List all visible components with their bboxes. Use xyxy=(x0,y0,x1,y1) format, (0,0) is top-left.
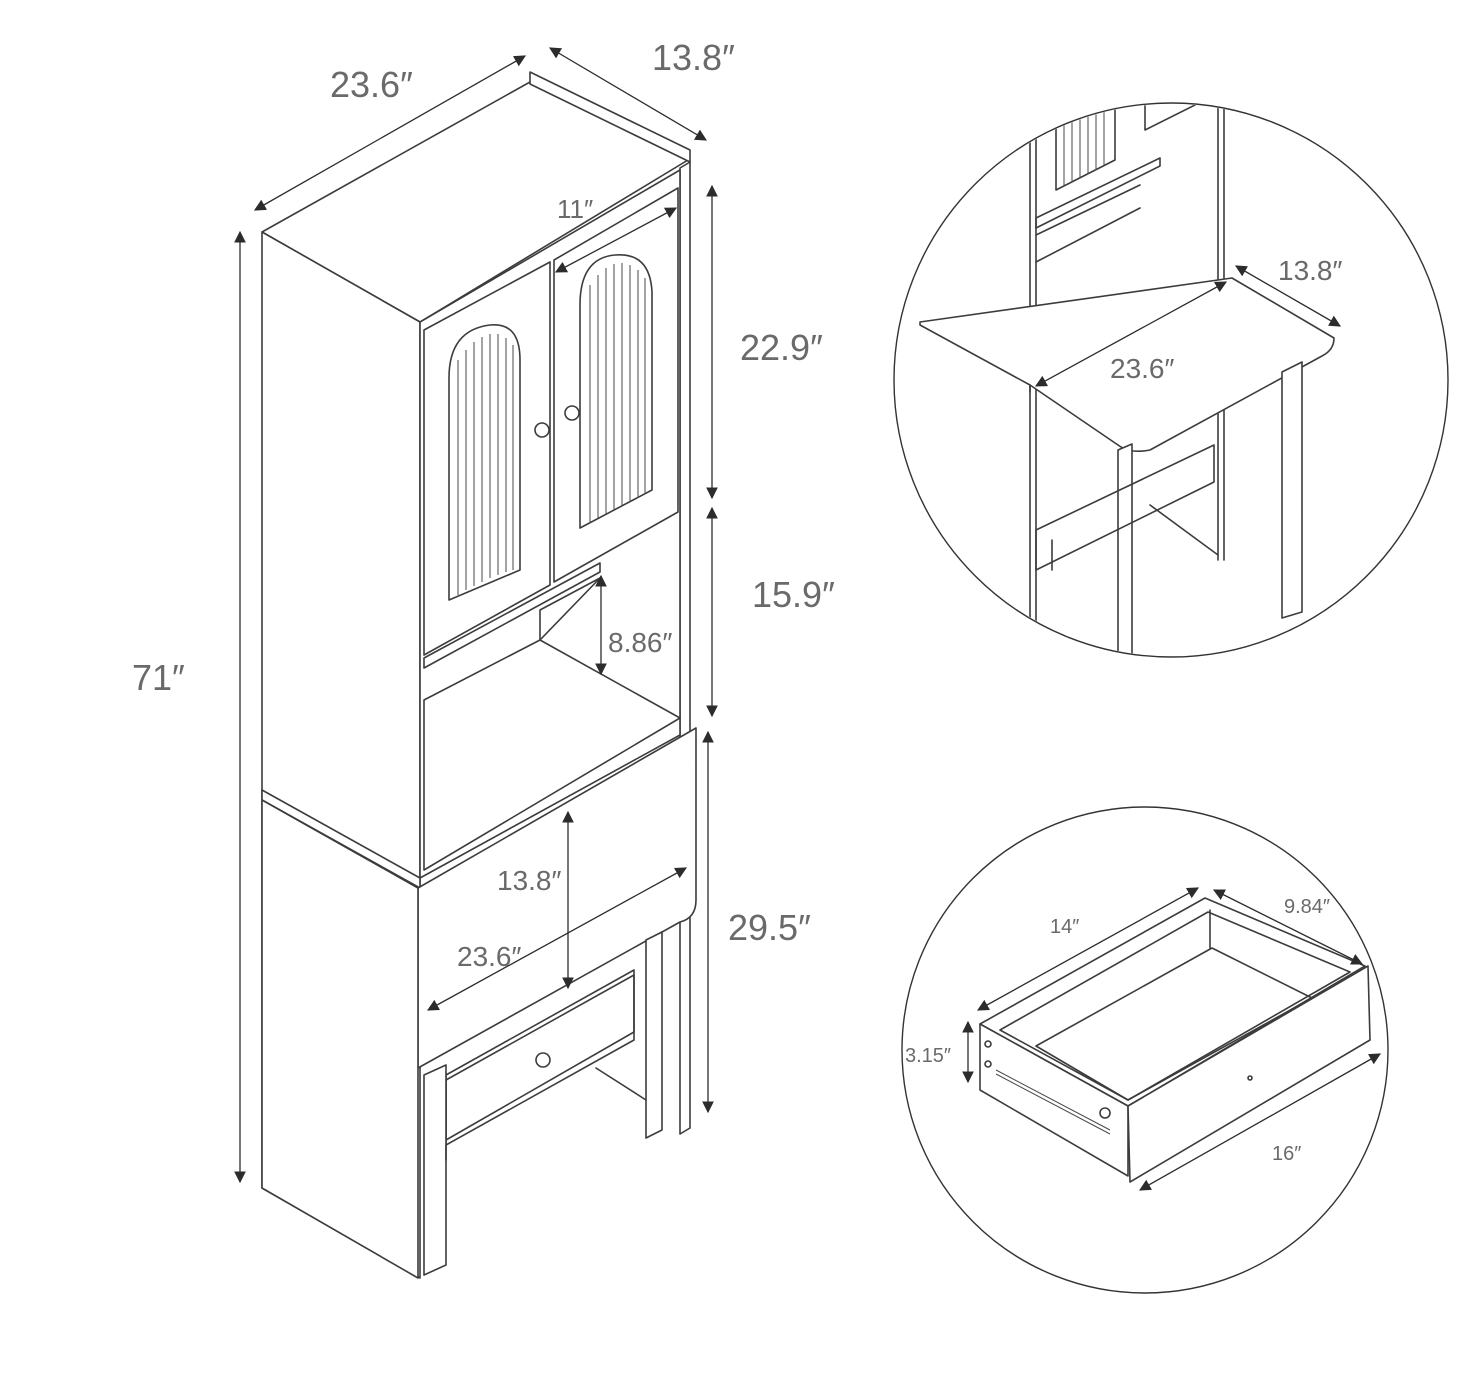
main-width-label: 23.6″ xyxy=(330,64,413,105)
drawer-detail xyxy=(901,806,1389,1294)
shelf-opening-label: 8.86″ xyxy=(608,627,672,658)
desk-width-label: 23.6″ xyxy=(1110,353,1174,384)
upper-cabinet-height-label: 22.9″ xyxy=(740,327,823,368)
drawer-height-label: 3.15″ xyxy=(905,1045,951,1067)
drawer-length-label: 16″ xyxy=(1272,1143,1301,1165)
lower-section-height-label: 29.5″ xyxy=(728,907,811,948)
desk-detail xyxy=(893,102,1449,658)
flap-height-label: 13.8″ xyxy=(497,865,561,896)
door-width-label: 11″ xyxy=(557,194,593,224)
desk-depth-label: 13.8″ xyxy=(1278,255,1342,286)
middle-section-height-label: 15.9″ xyxy=(752,574,835,615)
main-height-label: 71″ xyxy=(132,657,185,698)
flap-width-label: 23.6″ xyxy=(457,941,521,972)
main-depth-label: 13.8″ xyxy=(652,37,735,78)
main-dimension-lines xyxy=(234,47,718,1184)
main-cabinet-drawing xyxy=(261,71,697,1279)
drawer-inner-depth-label: 9.84″ xyxy=(1284,896,1330,918)
drawer-width-label: 14″ xyxy=(1050,916,1079,938)
